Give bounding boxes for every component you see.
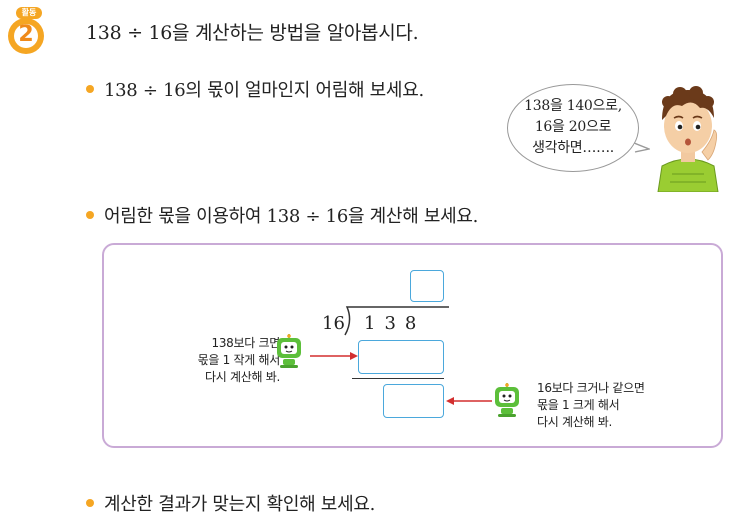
question-3-text: 계산한 결과가 맞는지 확인해 보세요. — [104, 494, 376, 515]
subtraction-line — [352, 378, 444, 379]
question-2: 어림한 몫을 이용하여 138 ÷ 16을 계산해 보세요. — [86, 202, 478, 228]
product-answer-box[interactable] — [358, 340, 444, 374]
bullet-dot-icon — [86, 85, 94, 93]
thinking-boy-icon — [657, 86, 719, 192]
hint-right-line-1: 16보다 크거나 같으면 — [537, 381, 645, 395]
badge-inner — [14, 24, 38, 48]
bubble-line-2: 16을 20으로 — [534, 119, 612, 135]
question-1: 138 ÷ 16의 몫이 얼마인지 어림해 보세요. — [86, 76, 424, 102]
bubble-line-1: 138을 140으로, — [524, 98, 622, 114]
hint-left: 138보다 크면 몫을 1 작게 해서 다시 계산해 봐. — [170, 335, 281, 386]
remainder-answer-box[interactable] — [383, 384, 444, 418]
speech-bubble-tail-icon — [634, 142, 650, 153]
activity-label: 활동 — [16, 7, 42, 19]
hint-right: 16보다 크거나 같으면 몫을 1 크게 해서 다시 계산해 봐. — [537, 380, 667, 431]
dividend: 138 — [364, 313, 426, 334]
bullet-dot-icon — [86, 211, 94, 219]
page-title: 138 ÷ 16을 계산하는 방법을 알아봅시다. — [86, 22, 419, 44]
bullet-dot-icon — [86, 499, 94, 507]
speech-bubble — [507, 84, 639, 172]
hint-right-line-2: 몫을 1 크게 해서 — [537, 398, 620, 412]
division-bracket-icon — [344, 306, 449, 336]
quotient-answer-box[interactable] — [410, 270, 444, 302]
question-3: 계산한 결과가 맞는지 확인해 보세요. — [86, 490, 375, 516]
arrow-left-icon — [446, 397, 492, 405]
question-2-text: 어림한 몫을 이용하여 138 ÷ 16을 계산해 보세요. — [104, 206, 479, 227]
bubble-line-3: 생각하면……. — [532, 140, 614, 156]
hint-left-line-3: 다시 계산해 봐. — [205, 370, 280, 384]
robot-icon — [277, 334, 301, 368]
hint-left-line-2: 몫을 1 작게 해서 — [197, 353, 281, 367]
activity-badge: 2 활동 — [4, 4, 50, 54]
robot-icon — [495, 383, 519, 417]
hint-left-line-1: 138보다 크면 — [211, 336, 281, 350]
activity-number: 2 — [18, 22, 34, 47]
speech-bubble-text: 138을 140으로, 16을 20으로 생각하면……. — [507, 96, 639, 159]
arrow-right-icon — [310, 352, 358, 360]
question-1-text: 138 ÷ 16의 몫이 얼마인지 어림해 보세요. — [104, 80, 424, 101]
divisor: 16 — [322, 313, 345, 334]
hint-right-line-3: 다시 계산해 봐. — [537, 415, 612, 429]
